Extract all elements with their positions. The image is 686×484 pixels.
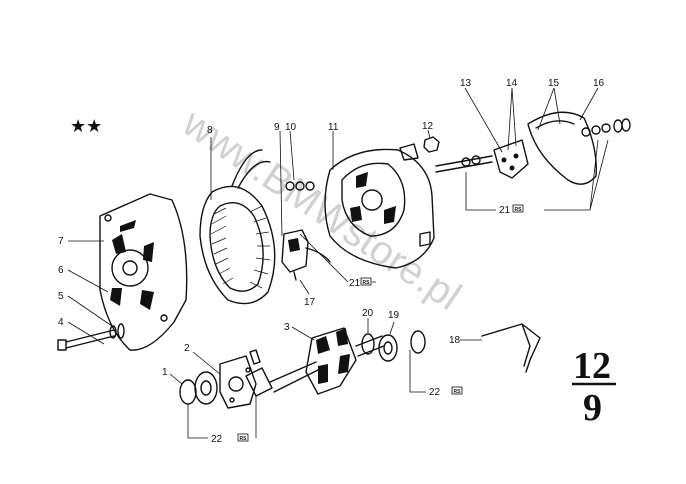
- fan-spacer: [245, 349, 273, 397]
- callout-7: 7: [58, 236, 64, 247]
- callout-13: 13: [460, 78, 472, 89]
- flat-washer: [117, 323, 125, 339]
- callout-21-middle: 21: [349, 278, 361, 289]
- rear-bearing: [378, 334, 398, 362]
- callout-14: 14: [506, 78, 518, 89]
- page-numerator: 12: [573, 345, 611, 387]
- front-bearing: [179, 371, 218, 405]
- callout-12: 12: [422, 121, 434, 132]
- callout-19: 19: [388, 310, 400, 321]
- page-denominator: 9: [583, 387, 602, 429]
- rs-tag-21-middle: RS: [363, 280, 371, 286]
- through-bolt: [57, 329, 115, 351]
- rs-box-21-middle: [360, 277, 372, 286]
- callout-8: 8: [207, 125, 213, 136]
- callout-16: 16: [593, 78, 605, 89]
- callout-22-left: 22: [211, 434, 223, 445]
- spring-washer: [109, 325, 117, 339]
- screws-set: [285, 181, 315, 191]
- callout-10: 10: [285, 122, 297, 133]
- rs-tag-22-right: RS: [454, 389, 462, 395]
- callout-21-right: 21: [499, 205, 511, 216]
- callout-2: 2: [184, 343, 190, 354]
- callout-9: 9: [274, 122, 280, 133]
- stator: [199, 149, 276, 305]
- callout-5: 5: [58, 291, 64, 302]
- callout-22-right: 22: [429, 387, 441, 398]
- cap-washers: [581, 118, 631, 137]
- watermark-text: www.BMWstore.pl: [174, 100, 468, 318]
- terminal-bolt: [435, 155, 493, 173]
- callout-6: 6: [58, 265, 64, 276]
- rs-box-22-right: [451, 386, 463, 395]
- protective-cap: [527, 111, 597, 185]
- terminal-block: [493, 139, 529, 179]
- callout-15: 15: [548, 78, 560, 89]
- callout-4: 4: [58, 317, 64, 328]
- bearing-plate: [219, 355, 257, 409]
- stars-mark: ★★: [70, 116, 102, 137]
- spring-clip: [481, 323, 541, 373]
- leader-lines: [67, 87, 609, 439]
- retaining-ring: [410, 330, 426, 354]
- slip-ring-end-housing: [324, 143, 435, 269]
- rs-box-22-left: [237, 433, 249, 442]
- hex-nut: [423, 136, 440, 153]
- rs-box-21-right: [512, 204, 524, 213]
- rs-tag-22-left: RS: [240, 436, 248, 442]
- callout-3: 3: [284, 322, 290, 333]
- callout-1: 1: [162, 367, 168, 378]
- callout-11: 11: [328, 122, 339, 133]
- page-number: 12 9: [572, 345, 616, 429]
- voltage-regulator: [281, 229, 331, 281]
- rs-tag-21-right: RS: [515, 207, 523, 213]
- drive-end-housing: [99, 193, 188, 351]
- callout-18: 18: [449, 335, 461, 346]
- callout-17: 17: [304, 297, 316, 308]
- rotor: [269, 327, 385, 395]
- slip-ring: [361, 333, 375, 355]
- callout-20: 20: [362, 308, 374, 319]
